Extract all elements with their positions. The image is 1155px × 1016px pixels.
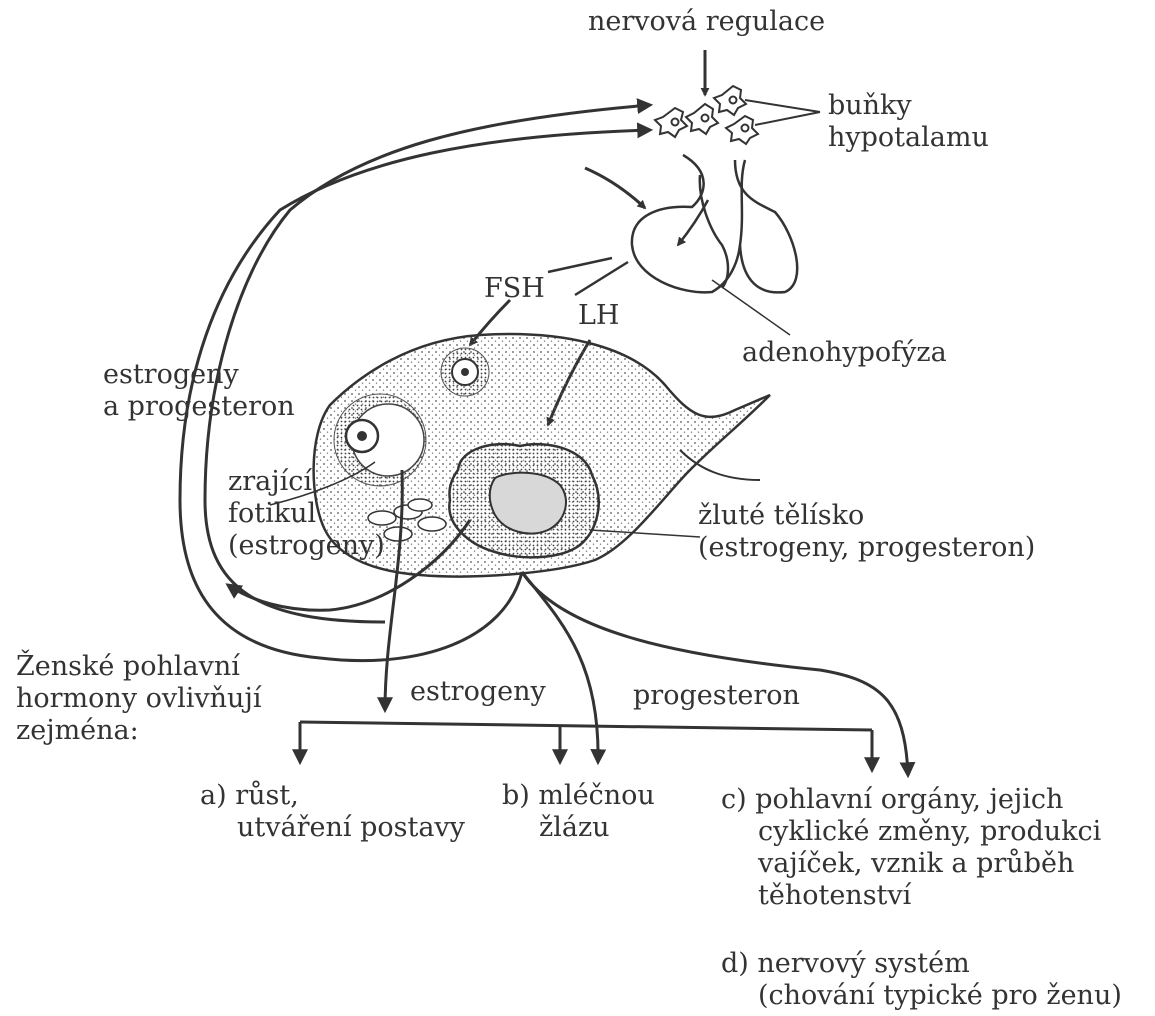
hypothalamus-cell bbox=[655, 108, 687, 137]
target-d: d) nervový systém (chování typické pro ž… bbox=[721, 948, 1122, 1012]
hypothalamus-to-pituitary-arrow bbox=[585, 168, 645, 208]
label-adenohypophysis: adenohypofýza bbox=[742, 337, 947, 369]
label-nerve-regulation: nervová regulace bbox=[588, 6, 825, 38]
target-b: b) mléčnou žlázu bbox=[502, 780, 655, 844]
label-progesterone: progesteron bbox=[633, 680, 800, 712]
hypothalamus-cell bbox=[726, 116, 758, 144]
corpus-luteum bbox=[449, 444, 598, 557]
label-lh: LH bbox=[578, 300, 619, 332]
label-fsh: FSH bbox=[484, 273, 545, 305]
label-maturing-follicle: zrající fotikul (estrogeny) bbox=[228, 466, 385, 562]
label-hypothalamus-cells: buňky hypotalamu bbox=[828, 90, 989, 154]
pituitary-gland bbox=[632, 155, 797, 292]
fsh-line bbox=[548, 258, 612, 272]
intro-text: Ženské pohlavní hormony ovlivňují zejmén… bbox=[16, 651, 261, 747]
target-c: c) pohlavní orgány, jejich cyklické změn… bbox=[721, 784, 1101, 912]
hypothalamus-cell bbox=[714, 86, 746, 115]
label-estrogens: estrogeny bbox=[410, 676, 546, 708]
small-follicle bbox=[441, 348, 489, 396]
target-a: a) růst, utváření postavy bbox=[200, 780, 465, 844]
lh-line bbox=[575, 262, 628, 295]
label-corpus-luteum: žluté tělísko (estrogeny, progesteron) bbox=[698, 500, 1035, 564]
progesterone-to-c bbox=[522, 572, 908, 775]
hypothalamus-cell bbox=[686, 104, 718, 134]
adenohypophysis-pointer bbox=[712, 280, 790, 335]
label-estrogens-progesterone: estrogeny a progesteron bbox=[103, 359, 295, 423]
cells-pointer-lines bbox=[745, 100, 820, 125]
distribution-bar bbox=[300, 722, 872, 730]
